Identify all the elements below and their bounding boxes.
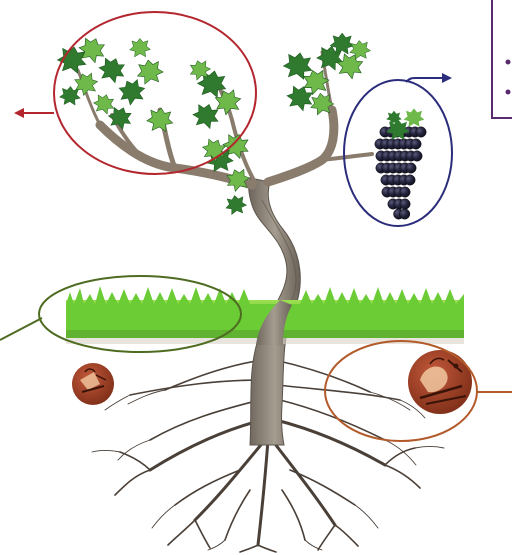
grape-cluster	[375, 108, 426, 219]
leaf	[115, 76, 148, 108]
grape-berry	[412, 151, 422, 161]
soil-sample-left	[72, 363, 114, 405]
grape-berry	[400, 199, 410, 209]
leaf	[135, 58, 164, 85]
arrow-left-icon	[14, 108, 24, 118]
leaf	[96, 54, 128, 84]
grape-berry	[400, 187, 410, 197]
leaf	[404, 108, 425, 126]
arrow-right-icon	[442, 73, 452, 83]
grape-berry	[405, 175, 415, 185]
leaf	[191, 101, 222, 130]
partial-info-box	[492, 0, 512, 118]
grape-berry	[406, 163, 416, 173]
leaf	[129, 38, 150, 57]
bullet-dot	[506, 90, 511, 95]
grape-berry	[416, 127, 426, 137]
leaf	[146, 107, 174, 132]
leaf	[224, 194, 247, 215]
grape-berry	[399, 209, 409, 219]
grape-berry	[411, 139, 421, 149]
soil-sample-right	[408, 350, 472, 414]
leaf	[282, 51, 314, 80]
bullet-dot	[506, 60, 511, 65]
